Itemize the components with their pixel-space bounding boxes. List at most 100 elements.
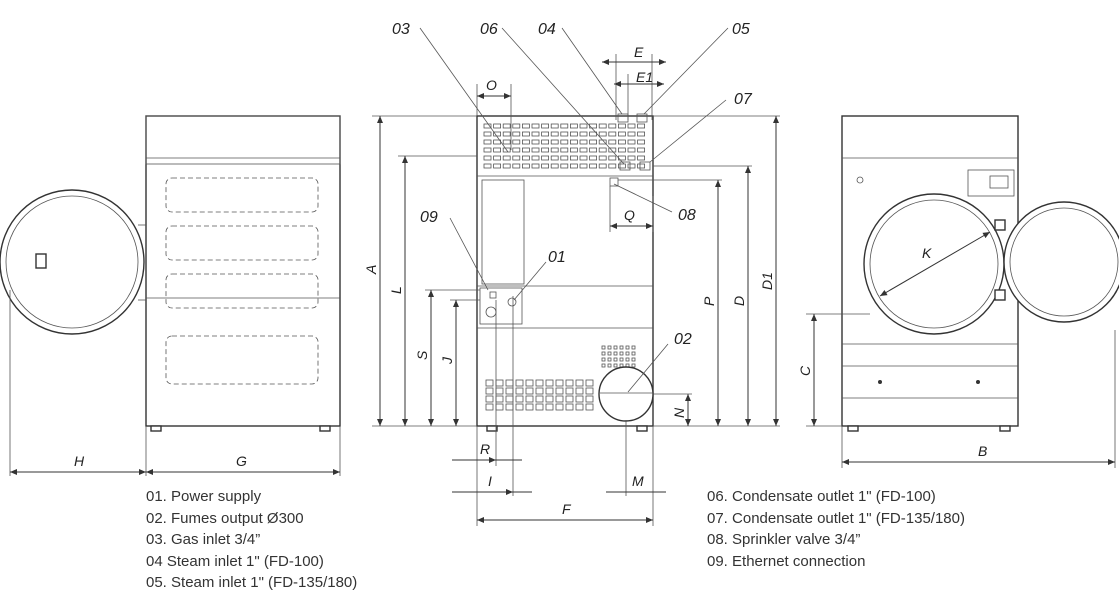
vent-slot	[601, 351, 606, 356]
vent-slot	[631, 363, 636, 368]
vent-slot	[598, 123, 607, 129]
callout-08: 08	[678, 207, 696, 224]
vent-slot	[560, 131, 569, 137]
vent-slot	[525, 403, 534, 411]
dim-r: R	[480, 441, 490, 457]
vent-slot	[531, 139, 540, 145]
front-view: K C B	[797, 115, 1119, 468]
vent-slot	[618, 163, 626, 169]
vent-slot	[565, 403, 574, 411]
legend-item: 04 Steam inlet 1" (FD-100)	[146, 552, 324, 570]
vent-slot	[550, 139, 559, 145]
vent-slot	[579, 139, 588, 145]
vent-slot	[618, 123, 626, 129]
vent-slot	[598, 155, 607, 161]
vent-slot	[570, 131, 578, 137]
legend-item: 03. Gas inlet 3/4”	[146, 531, 261, 548]
vent-slot	[512, 131, 521, 137]
vent-slot	[560, 155, 569, 161]
vent-slot	[522, 163, 530, 169]
vent-slot	[560, 139, 569, 145]
vent-slot	[565, 379, 574, 387]
vent-slot	[525, 379, 534, 387]
vent-slot	[618, 147, 626, 153]
vent-slot	[570, 139, 578, 145]
vent-slot	[565, 395, 574, 403]
vent-slot	[585, 379, 594, 387]
vent-slot	[485, 403, 494, 411]
vent-slot	[531, 131, 540, 137]
vent-slot	[560, 163, 569, 169]
vent-slot	[502, 139, 511, 145]
legend-item: 09. Ethernet connection	[707, 552, 866, 570]
vent-slot	[627, 139, 636, 145]
vent-slot	[531, 155, 540, 161]
vent-slot	[512, 163, 521, 169]
vent-slot	[541, 155, 549, 161]
vent-slot	[541, 147, 549, 153]
vent-slot	[493, 123, 502, 129]
vent-slot	[535, 395, 544, 403]
legend-item: 07. Condensate outlet 1" (FD-135/180)	[707, 509, 965, 527]
vent-slot	[485, 387, 494, 395]
dim-o: O	[486, 77, 497, 93]
vent-slot	[625, 345, 630, 350]
vent-slot	[627, 155, 636, 161]
vent-slot	[541, 123, 549, 129]
vent-slot	[579, 147, 588, 153]
callout-03: 03	[392, 21, 410, 38]
vent-slot	[589, 139, 597, 145]
vent-slot	[550, 155, 559, 161]
vent-slot	[598, 147, 607, 153]
vent-slot	[515, 403, 524, 411]
dim-f: F	[562, 501, 572, 517]
dim-a: A	[363, 265, 379, 275]
dim-b: B	[978, 443, 987, 459]
vent-slot	[565, 387, 574, 395]
vent-slot	[627, 163, 636, 169]
dim-q: Q	[624, 207, 635, 223]
vent-slot	[618, 131, 626, 137]
vent-slot	[601, 357, 606, 362]
vent-slot	[555, 387, 564, 395]
vent-slot	[483, 123, 492, 129]
vent-slot	[522, 147, 530, 153]
vent-slot	[512, 147, 521, 153]
callout-05: 05	[732, 21, 750, 38]
vent-slot	[607, 363, 612, 368]
vent-slot	[535, 387, 544, 395]
vent-slot	[575, 379, 584, 387]
vent-slot	[483, 163, 492, 169]
callout-02: 02	[674, 331, 692, 348]
vent-slot	[637, 147, 645, 153]
vent-slot	[522, 139, 530, 145]
vent-slot	[485, 379, 494, 387]
callout-04: 04	[538, 21, 556, 38]
vent-slot	[579, 123, 588, 129]
dim-s: S	[414, 350, 430, 360]
vent-slot	[550, 147, 559, 153]
dim-d1: D1	[759, 272, 775, 290]
rear-view: A L S J P D D1 N O E E1	[363, 21, 780, 526]
dim-n: N	[671, 407, 687, 418]
vent-slot	[618, 139, 626, 145]
vent-slot	[607, 345, 612, 350]
vent-slot	[531, 123, 540, 129]
vent-slot	[579, 155, 588, 161]
dim-i: I	[488, 473, 492, 489]
legend-item: 06. Condensate outlet 1" (FD-100)	[707, 488, 936, 505]
dim-g: G	[236, 453, 247, 469]
vent-slot	[560, 147, 569, 153]
vent-slot	[637, 163, 645, 169]
vent-slot	[601, 345, 606, 350]
vent-slot	[541, 163, 549, 169]
legend-item: 02. Fumes output Ø300	[146, 509, 304, 527]
vent-slot	[619, 345, 624, 350]
vent-slot	[585, 403, 594, 411]
vent-slot	[515, 395, 524, 403]
vent-slot	[483, 131, 492, 137]
vent-slot	[531, 147, 540, 153]
vent-slot	[560, 123, 569, 129]
vent-slot	[608, 163, 617, 169]
legend-left: 01. Power supply 02. Fumes output Ø300 0…	[146, 486, 357, 594]
